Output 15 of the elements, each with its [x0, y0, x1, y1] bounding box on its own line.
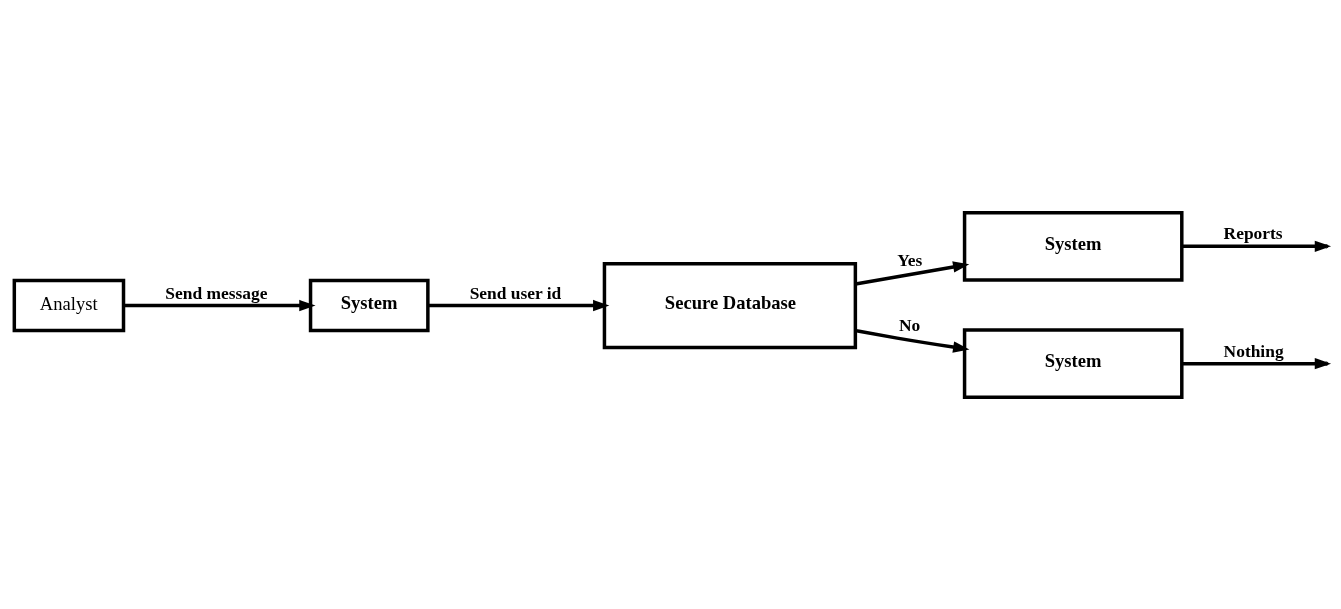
arrow: [123, 299, 316, 311]
node-box: System: [308, 278, 430, 332]
edge-label: Send user id: [469, 282, 562, 303]
node-box: System: [962, 210, 1184, 282]
node-box: System: [962, 327, 1184, 399]
node-box: Analyst: [12, 278, 126, 332]
arrow: [855, 328, 970, 353]
node-box: Secure Database: [602, 261, 858, 349]
edge-label: Nothing: [1223, 340, 1284, 361]
edge-label: Send message: [165, 282, 268, 303]
edge-label: Yes: [897, 249, 923, 270]
arrow: [855, 260, 970, 286]
edge-label: Reports: [1223, 222, 1283, 243]
edge-label: No: [898, 314, 921, 335]
arrow: [427, 299, 610, 311]
